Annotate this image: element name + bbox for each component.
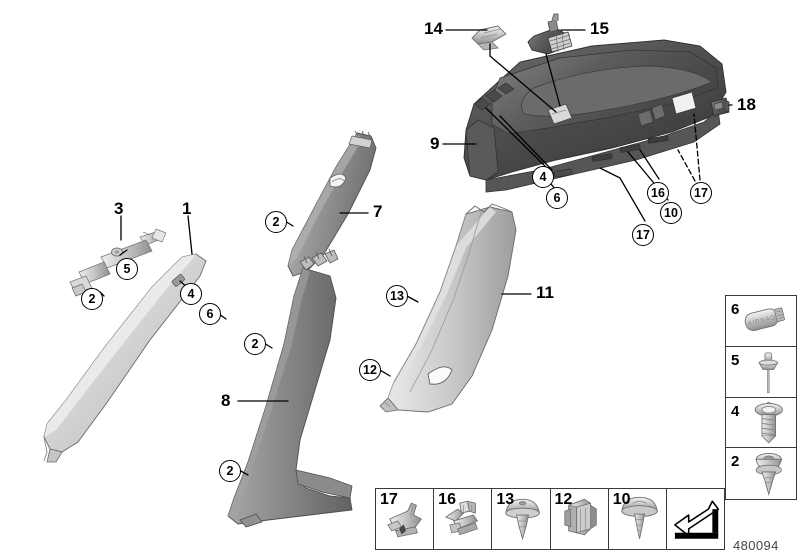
callout-2-part3: 2 bbox=[81, 288, 103, 310]
legend-number-4: 4 bbox=[731, 402, 740, 420]
mushroom-head-push-rivet-icon bbox=[505, 498, 541, 541]
legend-number-6: 6 bbox=[731, 301, 740, 318]
part-index-3: 3 bbox=[114, 199, 124, 218]
part-index-9: 9 bbox=[430, 134, 440, 153]
legend-number-17: 17 bbox=[380, 491, 398, 508]
callout-17-part9-lower: 17 bbox=[632, 224, 654, 246]
legend-item-10: 10 bbox=[609, 489, 667, 549]
legend-number-13: 13 bbox=[496, 491, 515, 508]
callout-5-part3: 5 bbox=[116, 258, 138, 280]
callout-6-part1: 6 bbox=[199, 303, 221, 325]
legend-item-5: 5 bbox=[726, 347, 796, 398]
legend-number-5: 5 bbox=[731, 351, 740, 369]
part-11-c-pillar-trim bbox=[379, 203, 517, 413]
diagram-id-label: 480094 bbox=[733, 538, 779, 553]
double-fold-bracket-clip-icon bbox=[445, 500, 479, 536]
legend-number-12: 12 bbox=[554, 491, 573, 508]
legend-item-6: 6 AIRBAG bbox=[726, 296, 796, 347]
legend-item-16: 16 bbox=[434, 489, 493, 549]
legend-item-2: 2 bbox=[726, 448, 796, 499]
legend-item-13: 13 bbox=[492, 489, 551, 549]
part-index-14: 14 bbox=[424, 19, 443, 38]
callout-17-part9-upper: 17 bbox=[690, 182, 712, 204]
callout-6-part9: 6 bbox=[546, 187, 568, 209]
part-3-retaining-rail bbox=[69, 228, 167, 297]
callout-4-part9: 4 bbox=[532, 166, 554, 188]
part-18-small-clip bbox=[710, 97, 730, 117]
callout-16-part9: 16 bbox=[647, 182, 669, 204]
blind-rivet-icon bbox=[758, 352, 779, 393]
part-index-11: 11 bbox=[536, 283, 554, 302]
legend-number-16: 16 bbox=[438, 491, 456, 508]
legend-item-4: 4 bbox=[726, 398, 796, 449]
part-index-15: 15 bbox=[590, 19, 609, 38]
airbag-emblem-icon: AIRBAG bbox=[744, 307, 785, 331]
legend-number-2: 2 bbox=[731, 453, 740, 471]
direction-arrow-icon bbox=[673, 500, 719, 539]
part-index-18: 18 bbox=[737, 95, 756, 114]
part-index-1: 1 bbox=[182, 199, 192, 218]
legend-item-direction bbox=[667, 489, 724, 549]
part-index-7: 7 bbox=[373, 202, 383, 221]
legend-item-12: 12 bbox=[551, 489, 609, 549]
callout-2-part8-upper: 2 bbox=[244, 333, 266, 355]
spring-edge-clip-icon bbox=[563, 498, 597, 536]
fastener-legend-horizontal: 17 16 13 bbox=[375, 488, 725, 550]
callout-2-part7: 2 bbox=[265, 211, 287, 233]
callout-13-part11: 13 bbox=[386, 285, 408, 307]
expanding-rivet-clip-icon bbox=[755, 453, 782, 497]
washer-head-screw-icon bbox=[754, 401, 783, 443]
part-15-bracket-with-pin bbox=[527, 13, 573, 55]
legend-number-10: 10 bbox=[612, 491, 631, 508]
callout-12-part11: 12 bbox=[359, 359, 381, 381]
part-index-8: 8 bbox=[221, 391, 231, 410]
fastener-legend-vertical: 6 AIRBAG 5 4 bbox=[725, 295, 797, 500]
part-9-rear-side-trim-panel bbox=[463, 39, 727, 193]
callout-2-part8-lower: 2 bbox=[219, 460, 241, 482]
domed-head-push-rivet-icon bbox=[620, 496, 658, 539]
callout-4-part1: 4 bbox=[180, 283, 202, 305]
part-8-b-pillar-lower-trim bbox=[227, 248, 353, 528]
callout-10-part9: 10 bbox=[660, 202, 682, 224]
sheet-metal-bracket-clip-icon bbox=[387, 502, 423, 538]
legend-item-17: 17 bbox=[376, 489, 435, 549]
